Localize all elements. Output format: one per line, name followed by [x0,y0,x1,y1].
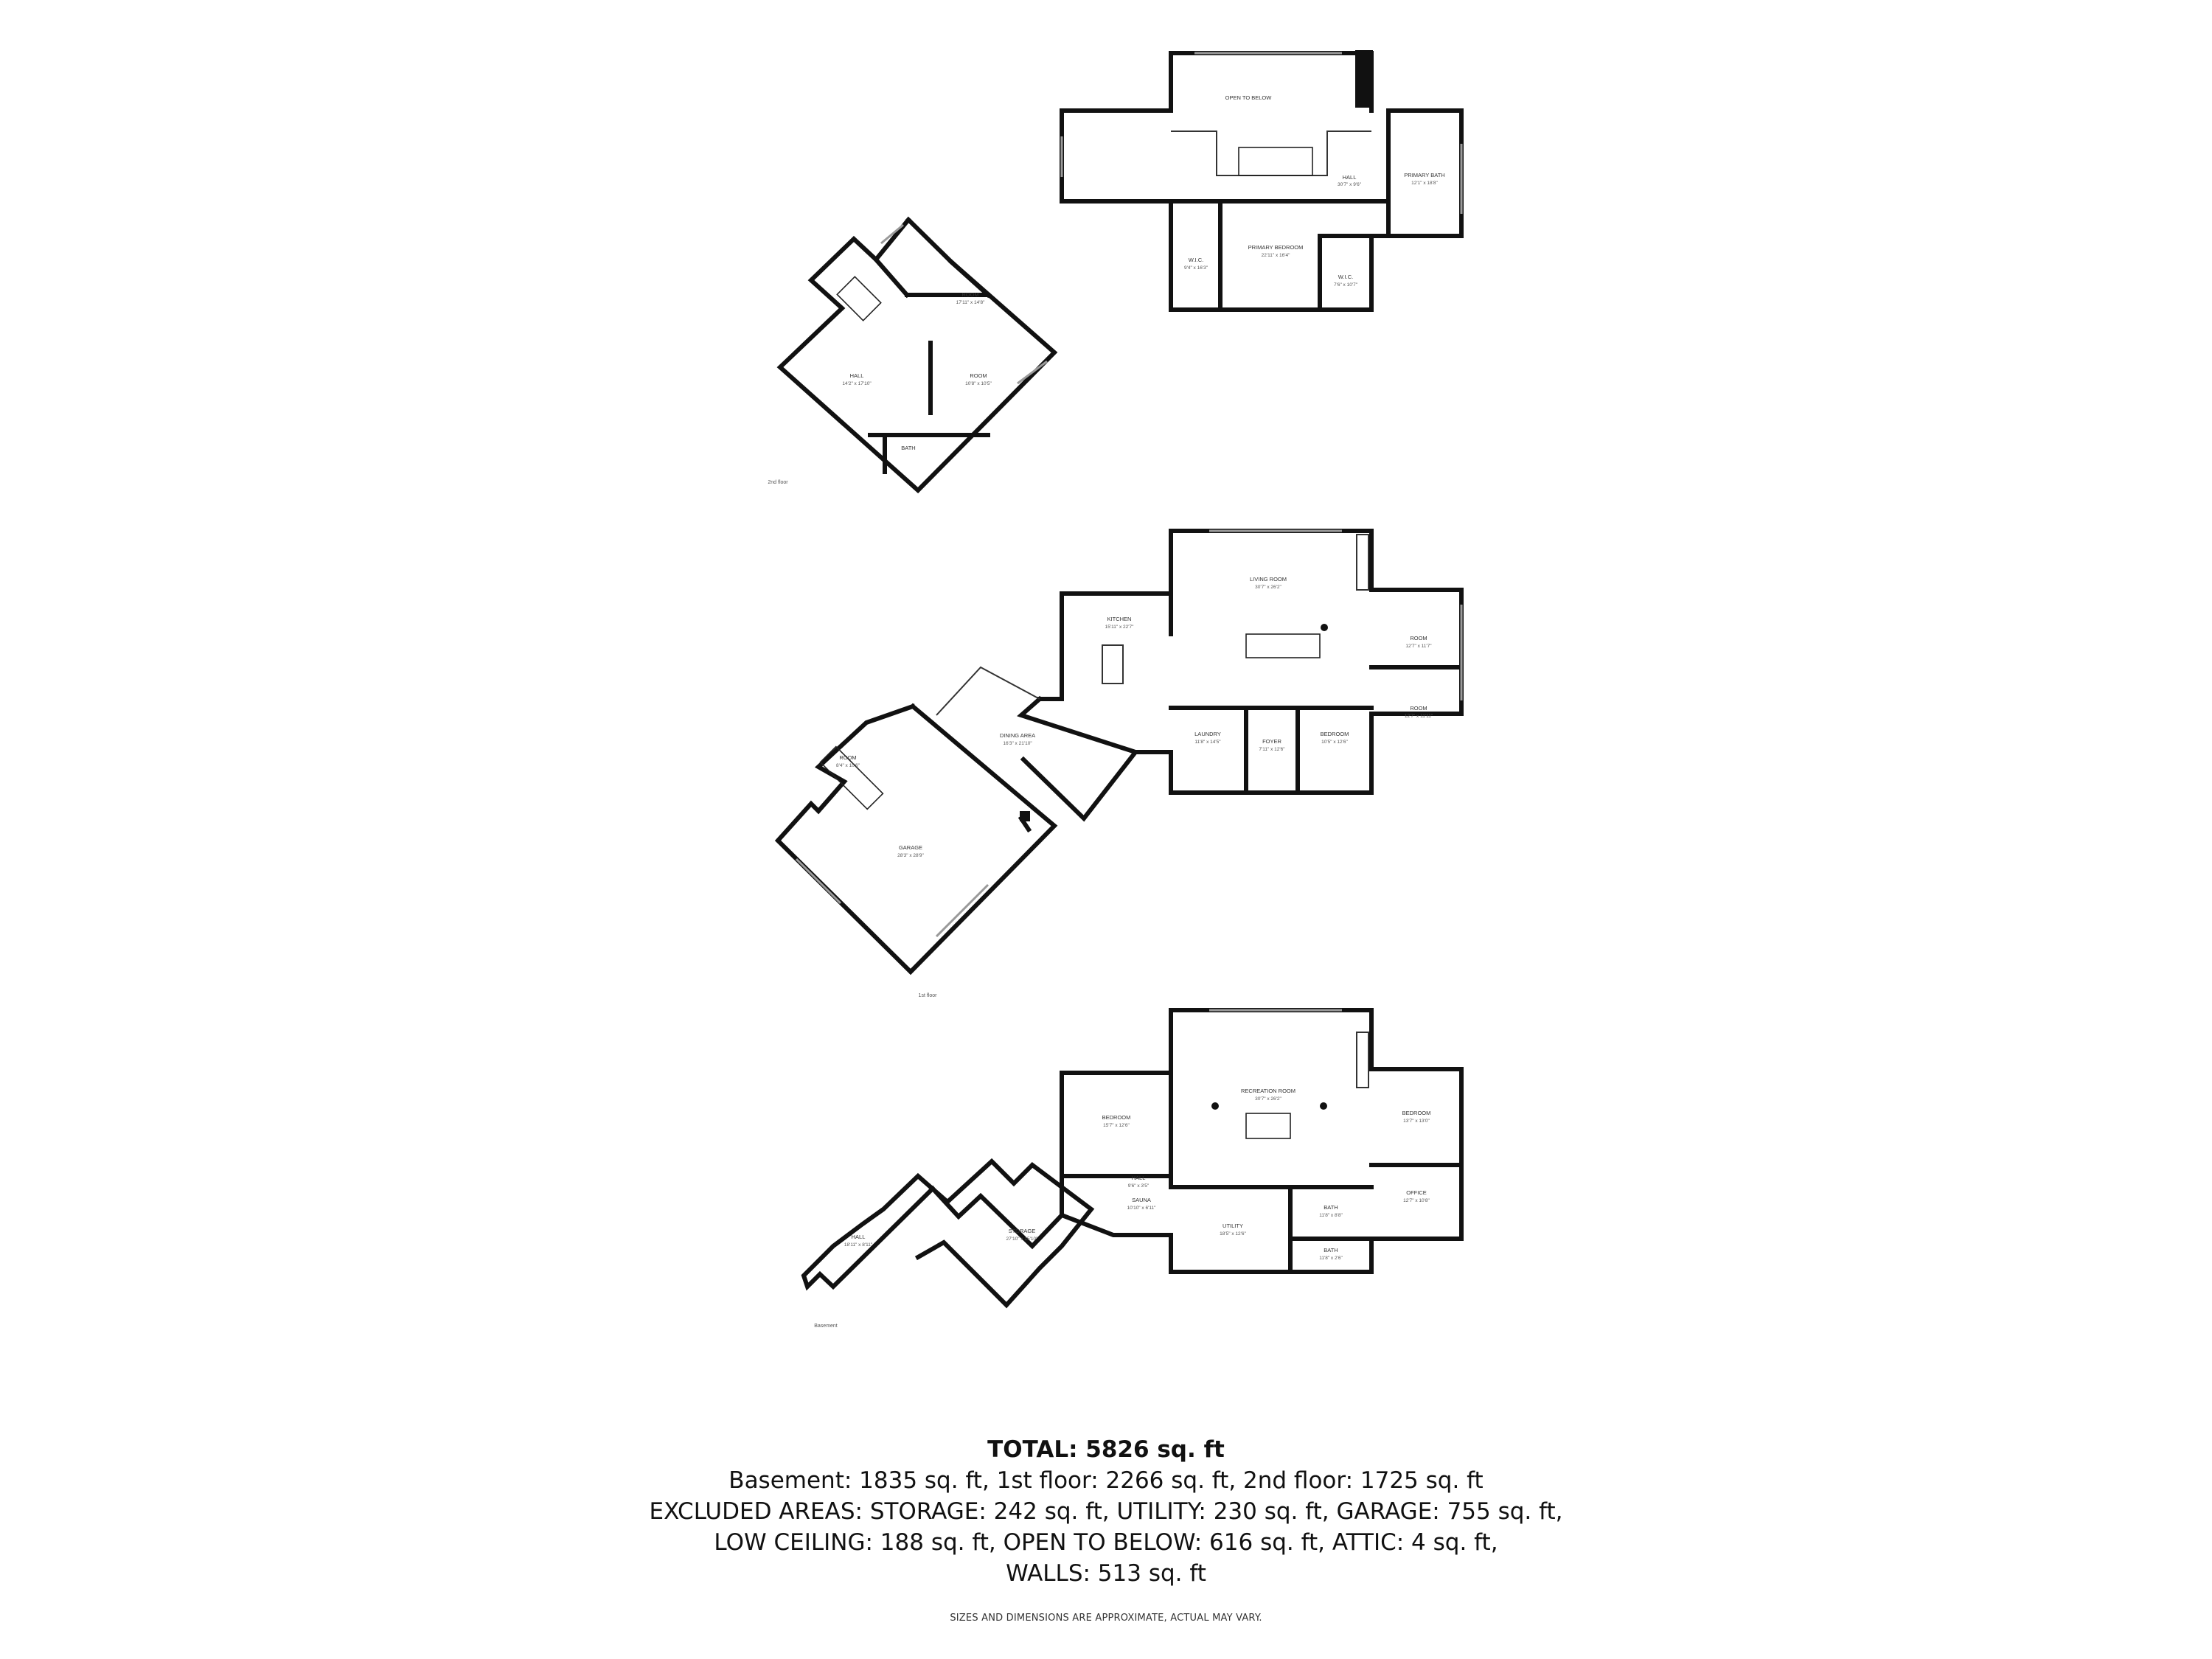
room-label: W.I.C. [1189,257,1203,263]
room-label: OPEN TO BELOW [1225,94,1273,101]
room-label: RECREATION ROOM [1241,1088,1295,1094]
room-dims: 18'11" x 8'11" [844,1242,873,1248]
room-dims: 12'7" x 11'11" [1405,714,1433,719]
room-dims: 11'8" x 8'8" [1319,1213,1343,1218]
room-label: BEDROOM [1102,1114,1131,1121]
floor-plan-drawing: OPEN TO BELOW HALL 30'7" x 9'6" PRIMARY … [768,50,1464,1329]
room-label: SAUNA [1132,1197,1151,1203]
room-dims: 12'1" x 18'8" [1411,181,1438,186]
room-dims: 28'3" x 28'9" [897,853,924,858]
room-label: HALL [850,372,864,379]
second-floor-main-wing: OPEN TO BELOW HALL 30'7" x 9'6" PRIMARY … [1060,50,1464,312]
room-label: KITCHEN [1107,616,1132,622]
room-label: OFFICE [1406,1189,1427,1196]
room-dims: 8'4" x 10'6" [836,763,860,768]
room-label: LAUNDRY [1194,731,1221,737]
room-label: BEDROOM [1402,1110,1431,1116]
disclaimer: SIZES AND DIMENSIONS ARE APPROXIMATE, AC… [950,1613,1262,1624]
floor-label: 1st floor [919,993,938,998]
room-label: HALL [1132,1175,1146,1181]
room-label: HALL [852,1234,866,1240]
excluded-areas-3: WALLS: 513 sq. ft [1006,1560,1206,1587]
area-summary: TOTAL: 5826 sq. ft Basement: 1835 sq. ft… [0,1434,2212,1589]
room-label: BATH [1324,1204,1338,1211]
room-dims: 11'8" x 14'5" [1194,740,1221,745]
total-area: TOTAL: 5826 sq. ft [987,1436,1225,1463]
basement-plan: RECREATION ROOM 30'7" x 26'2" BEDROOM 15… [801,1008,1464,1329]
room-label: DINING AREA [1000,732,1035,739]
room-label: ROOM [961,291,978,298]
room-dims: 15'7" x 12'6" [1103,1123,1130,1128]
room-label: ROOM [970,372,987,379]
room-label: LIVING ROOM [1250,576,1287,582]
second-floor-rotated-wing: ROOM 17'11" x 14'8" HALL 14'2" x 17'10" … [768,216,1058,494]
floor-label: Basement [814,1324,838,1329]
room-label: BEDROOM [1321,731,1349,737]
room-dims: 14'2" x 17'10" [842,381,872,386]
room-dims: 12'7" x 10'8" [1403,1198,1430,1203]
room-label: W.I.C. [1338,274,1353,280]
room-label: PRIMARY BATH [1404,172,1444,178]
room-label: ROOM [1410,635,1427,641]
room-dims: 18'5" x 12'6" [1220,1231,1246,1237]
room-label: BATH [1324,1247,1338,1253]
room-label: ROOM [839,754,856,761]
room-dims: 30'7" x 26'2" [1255,1096,1281,1102]
chimney-block [1355,50,1373,108]
room-label: FOYER [1262,738,1281,745]
room-label: STORAGE [1009,1228,1036,1234]
room-dims: 9'6" x 3'5" [1128,1183,1150,1189]
excluded-areas-2: LOW CEILING: 188 sq. ft, OPEN TO BELOW: … [714,1529,1498,1556]
room-label: GARAGE [899,844,922,851]
room-dims: 30'7" x 9'6" [1338,182,1362,187]
room-label: BATH [901,445,915,451]
excluded-areas-1: EXCLUDED AREAS: STORAGE: 242 sq. ft, UTI… [649,1498,1563,1525]
room-dims: 15'11" x 22'7" [1105,625,1134,630]
floor-areas: Basement: 1835 sq. ft, 1st floor: 2266 s… [728,1467,1484,1494]
room-dims: 7'11" x 12'6" [1259,747,1285,752]
room-dims: 13'7" x 13'0" [1403,1119,1430,1124]
room-dims: 9'4" x 16'3" [1184,265,1208,271]
room-dims: 30'7" x 26'2" [1255,585,1281,590]
room-dims: 7'6" x 10'7" [1334,282,1358,288]
room-label: HALL [1343,174,1357,181]
room-dims: 11'8" x 2'6" [1319,1256,1343,1261]
room-label: ROOM [1410,705,1427,712]
room-label: PRIMARY BEDROOM [1248,244,1304,251]
room-dims: 10'5" x 12'6" [1321,740,1348,745]
room-dims: 16'3" x 21'10" [1003,741,1032,746]
room-dims: 17'11" x 14'8" [956,300,985,305]
first-floor-main-block: LIVING ROOM 30'7" x 26'2" KITCHEN 15'11"… [1037,529,1464,795]
room-dims: 10'8" x 10'5" [965,381,992,386]
room-dims: 10'10" x 6'11" [1127,1206,1156,1211]
floor-label: 2nd floor [768,480,788,485]
first-floor-garage-wing: DINING AREA 16'3" x 21'10" ROOM 8'4" x 1… [774,666,1139,998]
room-dims: 27'10" x 15'10" [1006,1237,1039,1242]
room-dims: 12'7" x 11'7" [1405,644,1432,649]
room-dims: 22'11" x 16'4" [1262,253,1290,258]
room-label: UTILITY [1222,1222,1243,1229]
